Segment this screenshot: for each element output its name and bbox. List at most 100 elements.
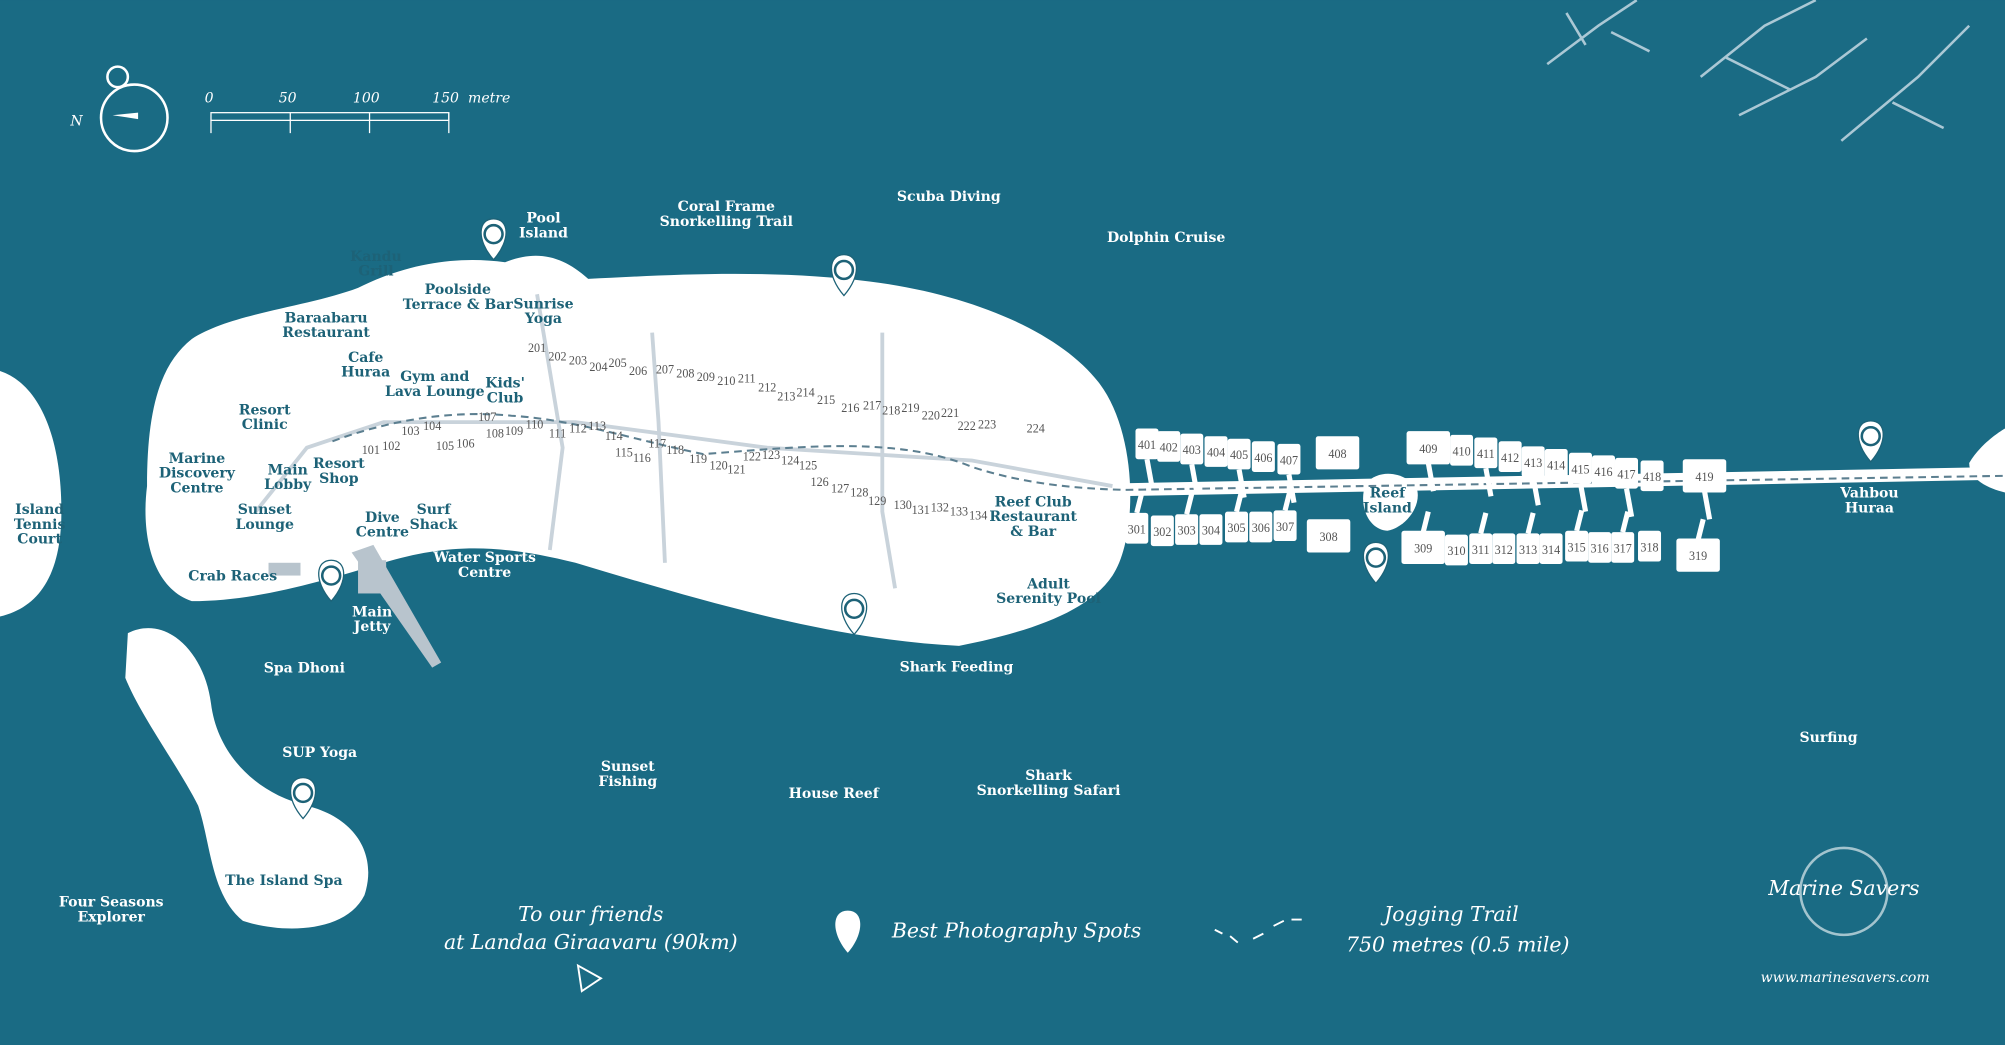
villa-number[interactable]: 113	[588, 419, 606, 433]
villa-number[interactable]: 121	[727, 462, 745, 476]
villa-number[interactable]: 129	[868, 494, 886, 508]
villa-number[interactable]: 314	[1542, 543, 1560, 557]
villa-number[interactable]: 101	[362, 443, 380, 457]
villa-number[interactable]: 104	[423, 419, 441, 433]
villa-number[interactable]: 313	[1519, 543, 1537, 557]
villa-number[interactable]: 114	[605, 429, 623, 443]
villa-number[interactable]: 306	[1252, 521, 1270, 535]
photo-spot-pin-icon[interactable]	[318, 559, 345, 603]
villa-number[interactable]: 206	[629, 364, 647, 378]
villa-number[interactable]: 307	[1276, 520, 1294, 534]
villa-number[interactable]: 211	[738, 371, 756, 385]
villa-number[interactable]: 413	[1524, 456, 1542, 470]
villa-number[interactable]: 303	[1178, 524, 1196, 538]
villa-number[interactable]: 120	[710, 458, 728, 472]
villa-number[interactable]: 205	[609, 356, 627, 370]
villa-number[interactable]: 410	[1452, 444, 1470, 458]
photo-spot-pin-icon[interactable]	[1362, 541, 1389, 585]
villa-number[interactable]: 404	[1207, 446, 1225, 460]
villa-number[interactable]: 119	[689, 452, 707, 466]
villa-number[interactable]: 112	[569, 421, 587, 435]
villa-number[interactable]: 133	[950, 504, 968, 518]
villa-number[interactable]: 128	[850, 485, 868, 499]
villa-number[interactable]: 134	[969, 508, 987, 522]
villa-number[interactable]: 411	[1477, 447, 1495, 461]
villa-number[interactable]: 130	[894, 498, 912, 512]
villa-number[interactable]: 208	[676, 366, 694, 380]
photo-spot-pin-icon[interactable]	[289, 776, 317, 820]
villa-number[interactable]: 201	[528, 341, 546, 355]
villa-number[interactable]: 125	[799, 458, 817, 472]
villa-number[interactable]: 318	[1640, 540, 1658, 554]
villa-number[interactable]: 403	[1183, 443, 1201, 457]
villa-number[interactable]: 214	[796, 386, 814, 400]
villa-number[interactable]: 302	[1153, 525, 1171, 539]
photo-spot-pin-icon[interactable]	[841, 592, 868, 636]
villa-number[interactable]: 219	[901, 401, 919, 415]
villa-number[interactable]: 319	[1689, 549, 1707, 563]
villa-number[interactable]: 305	[1227, 521, 1245, 535]
villa-number[interactable]: 408	[1328, 447, 1346, 461]
villa-number[interactable]: 207	[656, 363, 674, 377]
villa-number[interactable]: 316	[1591, 542, 1609, 556]
villa-number[interactable]: 220	[922, 409, 940, 423]
villa-number[interactable]: 223	[978, 418, 996, 432]
villa-number[interactable]: 222	[958, 419, 976, 433]
villa-number[interactable]: 416	[1594, 465, 1612, 479]
villa-number[interactable]: 210	[717, 374, 735, 388]
villa-number[interactable]: 202	[548, 350, 566, 364]
villa-number[interactable]: 110	[526, 418, 544, 432]
villa-number[interactable]: 311	[1472, 543, 1490, 557]
villa-number[interactable]: 405	[1230, 448, 1248, 462]
villa-number[interactable]: 103	[401, 424, 419, 438]
villa-number[interactable]: 122	[743, 449, 761, 463]
villa-number[interactable]: 402	[1160, 441, 1178, 455]
villa-number[interactable]: 224	[1027, 421, 1045, 435]
villa-number[interactable]: 312	[1495, 543, 1513, 557]
villa-number[interactable]: 118	[666, 443, 684, 457]
villa-number[interactable]: 310	[1447, 544, 1465, 558]
villa-number[interactable]: 215	[817, 393, 835, 407]
villa-number[interactable]: 209	[697, 370, 715, 384]
villa-number[interactable]: 317	[1614, 542, 1632, 556]
villa-number[interactable]: 301	[1128, 522, 1146, 536]
villa-number[interactable]: 218	[882, 403, 900, 417]
villa-number[interactable]: 309	[1414, 542, 1432, 556]
villa-number[interactable]: 406	[1254, 451, 1272, 465]
villa-number[interactable]: 131	[912, 503, 930, 517]
villa-number[interactable]: 127	[831, 481, 849, 495]
villa-number[interactable]: 418	[1643, 470, 1661, 484]
villa-number[interactable]: 109	[505, 424, 523, 438]
villa-number[interactable]: 212	[758, 380, 776, 394]
villa-number[interactable]: 409	[1419, 442, 1437, 456]
villa-number[interactable]: 126	[811, 475, 829, 489]
villa-number[interactable]: 417	[1617, 467, 1635, 481]
villa-number[interactable]: 111	[549, 426, 566, 440]
villa-number[interactable]: 217	[863, 398, 881, 412]
villa-number[interactable]: 132	[931, 501, 949, 515]
photo-spot-pin-icon[interactable]	[1857, 420, 1884, 463]
villa-number[interactable]: 108	[486, 426, 504, 440]
villa-number[interactable]: 315	[1568, 540, 1586, 554]
villa-number[interactable]: 116	[633, 451, 651, 465]
villa-number[interactable]: 106	[456, 437, 474, 451]
website-link[interactable]: www.marinesavers.com	[1761, 970, 1930, 986]
villa-number[interactable]: 407	[1280, 453, 1298, 467]
villa-number[interactable]: 216	[841, 401, 859, 415]
villa-number[interactable]: 203	[569, 354, 587, 368]
photo-spot-pin-icon[interactable]	[830, 253, 858, 297]
villa-number[interactable]: 124	[781, 453, 799, 467]
villa-number[interactable]: 304	[1202, 524, 1220, 538]
villa-number[interactable]: 415	[1571, 462, 1589, 476]
villa-number[interactable]: 107	[478, 410, 496, 424]
villa-number[interactable]: 123	[762, 448, 780, 462]
villa-number[interactable]: 204	[589, 360, 607, 374]
villa-number[interactable]: 308	[1319, 530, 1337, 544]
villa-number[interactable]: 105	[436, 439, 454, 453]
villa-number[interactable]: 117	[648, 437, 666, 451]
villa-number[interactable]: 102	[382, 439, 400, 453]
villa-number[interactable]: 221	[941, 406, 959, 420]
villa-number[interactable]: 412	[1501, 451, 1519, 465]
villa-number[interactable]: 115	[615, 446, 633, 460]
villa-number[interactable]: 414	[1547, 458, 1565, 472]
